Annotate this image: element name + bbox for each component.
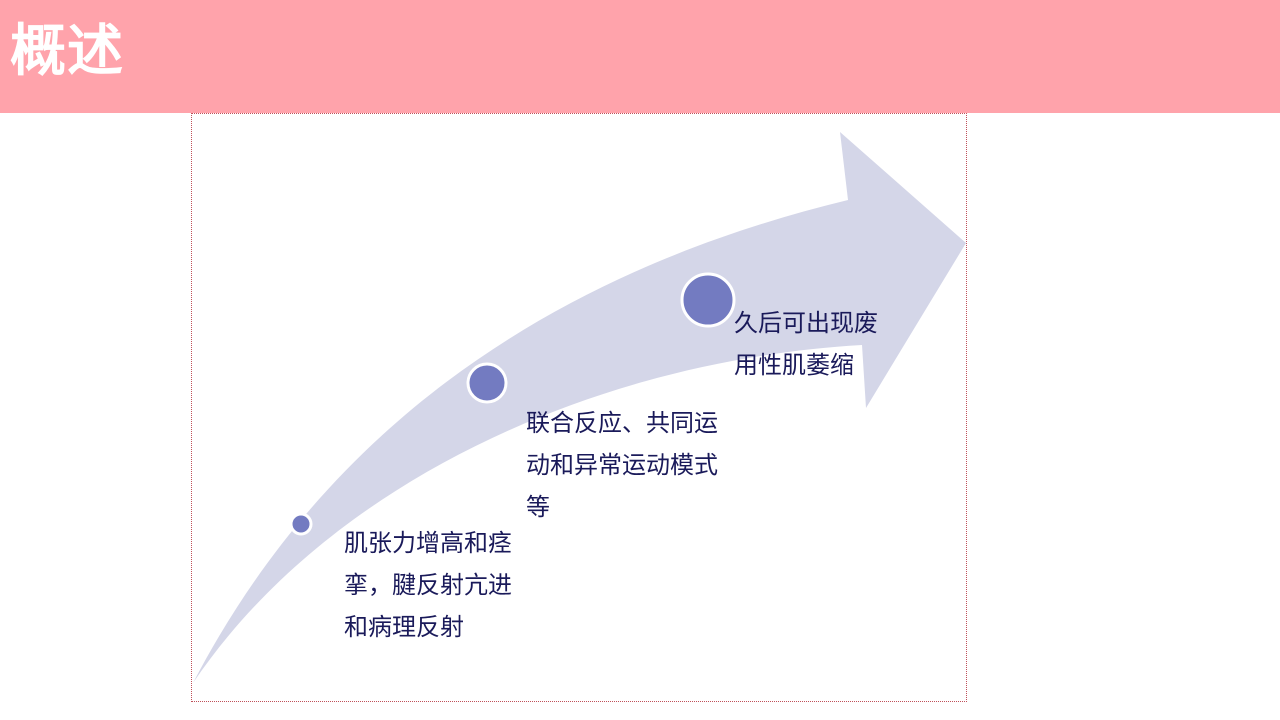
stage-2-text: 联合反应、共同运 动和异常运动模式 等 [526, 402, 718, 528]
stage-1-text: 肌张力增高和痉 挛，腱反射亢进 和病理反射 [344, 522, 512, 648]
stage-3-line-1: 久后可出现废 [734, 309, 878, 337]
page-title: 概述 [10, 19, 124, 84]
diagram-frame [191, 113, 967, 702]
stage-2-line-1: 联合反应、共同运 [526, 409, 718, 437]
stage-1-line-1: 肌张力增高和痉 [344, 529, 512, 557]
stage-node-1 [289, 512, 313, 536]
stage-2-line-2: 动和异常运动模式 [526, 451, 718, 479]
stage-node-3 [680, 272, 736, 328]
stage-2-line-3: 等 [526, 493, 550, 521]
header-bar: 概述 [0, 0, 1280, 113]
stage-node-2 [466, 362, 508, 404]
stage-3-text: 久后可出现废 用性肌萎缩 [734, 302, 878, 386]
stage-3-line-2: 用性肌萎缩 [734, 351, 854, 379]
stage-1-line-3: 和病理反射 [344, 613, 464, 641]
curved-arrow-shape [193, 132, 966, 683]
stage-1-line-2: 挛，腱反射亢进 [344, 571, 512, 599]
